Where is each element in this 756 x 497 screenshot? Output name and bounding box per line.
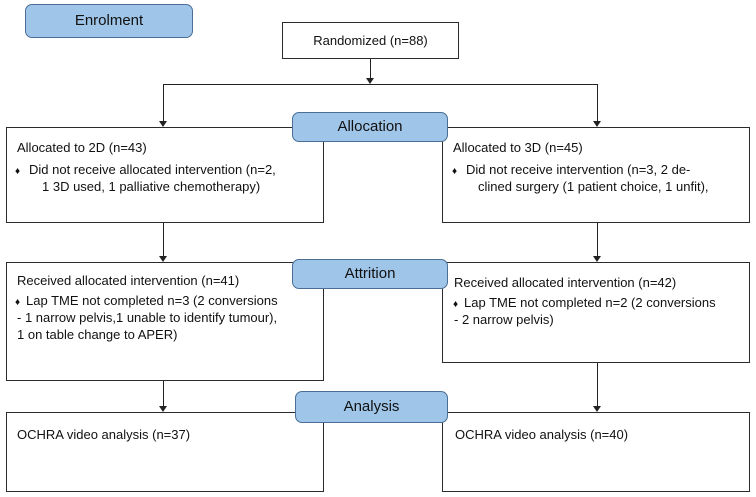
stage-allocation: Allocation [292, 112, 448, 142]
randomized-label: Randomized (n=88) [313, 33, 428, 48]
arrowhead-right-received-analysis [593, 406, 601, 412]
received-2d-box: Received allocated intervention (n=41) ♦… [6, 262, 324, 381]
diamond-bullet-icon: ♦ [15, 297, 21, 308]
allocated-3d-details: Did not receive intervention (n=3, 2 de-… [466, 161, 709, 195]
allocated-2d-title: Allocated to 2D (n=43) [17, 140, 147, 155]
received-2d-detail-line: - 1 narrow pelvis,1 unable to identify t… [17, 310, 278, 325]
allocated-3d-detail-line: Did not receive intervention (n=3, 2 de- [466, 162, 691, 177]
randomized-box: Randomized (n=88) [282, 22, 459, 59]
arrowhead-split-right [593, 121, 601, 127]
allocated-2d-box: Allocated to 2D (n=43) ♦ Did not receive… [6, 127, 324, 223]
analysis-3d-box: OCHRA video analysis (n=40) [442, 412, 750, 492]
received-2d-detail-line: Lap TME not completed n=3 (2 conversions [26, 293, 278, 308]
diamond-bullet-icon: ♦ [15, 166, 21, 177]
connector-left-allocated-received [163, 223, 164, 256]
received-3d-box: Received allocated intervention (n=42) ♦… [442, 262, 750, 363]
allocated-2d-detail-line: 1 3D used, 1 palliative chemotherapy) [42, 179, 261, 194]
allocated-2d-detail-line: Did not receive allocated intervention (… [29, 162, 276, 177]
analysis-2d-title: OCHRA video analysis (n=37) [17, 427, 191, 442]
analysis-2d-box: OCHRA video analysis (n=37) [6, 412, 324, 492]
received-3d-title: Received allocated intervention (n=42) [454, 275, 677, 290]
connector-right-allocated-received [597, 223, 598, 256]
connector-split-left [163, 84, 164, 121]
arrowhead-randomized-down [366, 78, 374, 84]
allocated-3d-detail-line: clined surgery (1 patient choice, 1 unfi… [478, 179, 709, 194]
analysis-3d-title: OCHRA video analysis (n=40) [455, 427, 629, 442]
arrowhead-right-allocated-received [593, 256, 601, 262]
received-2d-detail-line: 1 on table change to APER) [17, 327, 178, 342]
connector-left-received-analysis [163, 381, 164, 406]
diamond-bullet-icon: ♦ [453, 299, 459, 310]
stage-attrition: Attrition [292, 259, 448, 289]
allocated-3d-title: Allocated to 3D (n=45) [453, 140, 583, 155]
arrowhead-split-left [159, 121, 167, 127]
allocated-2d-details: Did not receive allocated intervention (… [29, 161, 276, 195]
diamond-bullet-icon: ♦ [452, 166, 458, 177]
received-2d-title: Received allocated intervention (n=41) [17, 273, 240, 288]
received-3d-detail-line: Lap TME not completed n=2 (2 conversions [464, 295, 716, 310]
received-3d-detail-line: - 2 narrow pelvis) [454, 312, 554, 327]
stage-analysis: Analysis [295, 391, 448, 423]
arrowhead-left-received-analysis [159, 406, 167, 412]
connector-split-right [597, 84, 598, 121]
connector-randomized-down [370, 58, 371, 78]
arrowhead-left-allocated-received [159, 256, 167, 262]
stage-enrolment: Enrolment [25, 4, 193, 38]
connector-horizontal-split [163, 84, 598, 85]
connector-right-received-analysis [597, 363, 598, 406]
allocated-3d-box: Allocated to 3D (n=45) ♦ Did not receive… [442, 127, 750, 223]
received-3d-details: Lap TME not completed n=2 (2 conversions… [454, 294, 716, 328]
received-2d-details: Lap TME not completed n=3 (2 conversions… [17, 292, 278, 343]
